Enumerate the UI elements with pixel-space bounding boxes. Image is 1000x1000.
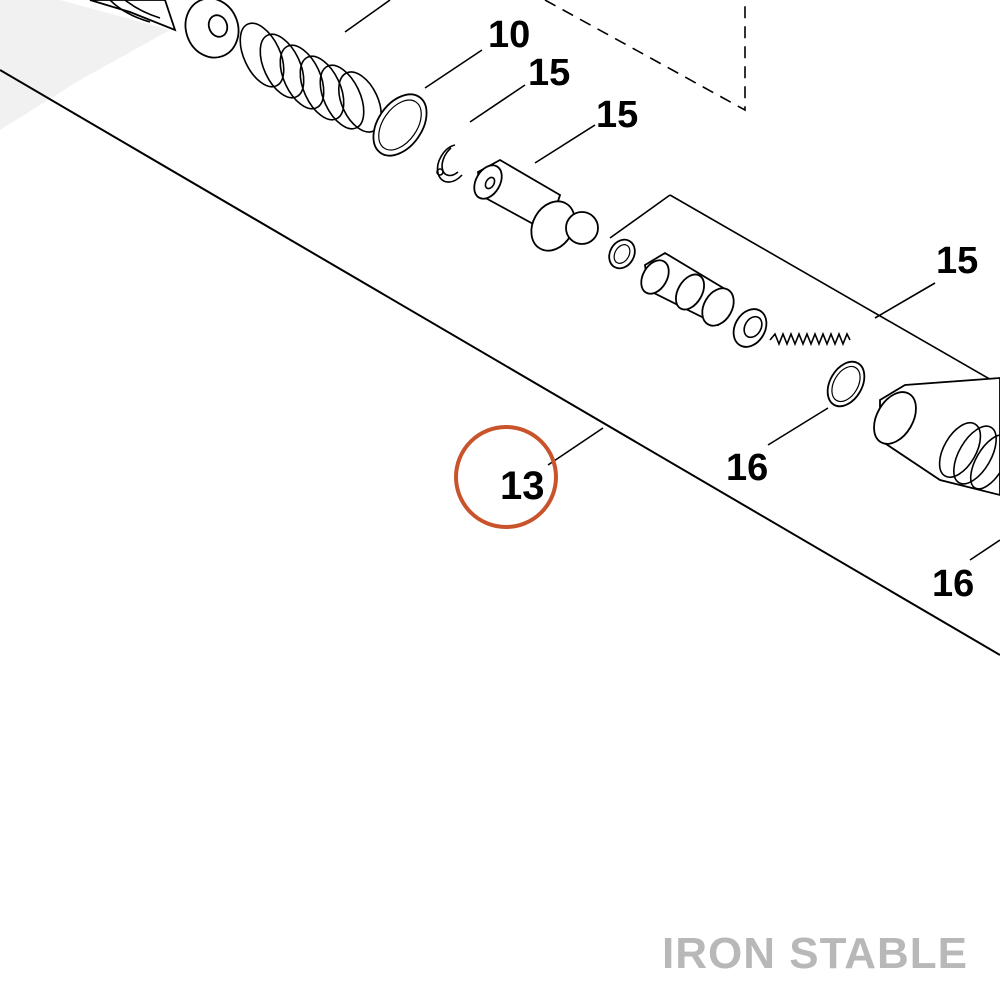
highlight-circle — [454, 425, 558, 529]
watermark-text: IRON STABLE — [662, 929, 968, 978]
callout-15-b: 15 — [596, 94, 638, 136]
coil-spring — [239, 22, 382, 133]
leader-10 — [424, 49, 483, 89]
leader-shaft — [344, 0, 391, 33]
threaded-valve-body — [873, 377, 1000, 496]
callout-13: 13 — [500, 464, 545, 508]
spool-valve — [640, 251, 735, 327]
callout-15-c: 15 — [936, 240, 978, 282]
callout-15-a: 15 — [528, 52, 570, 94]
leader-15c — [874, 282, 936, 319]
o-ring-small — [608, 238, 636, 270]
seal-bushing — [732, 308, 768, 348]
washer — [184, 0, 240, 59]
leader-13 — [547, 427, 604, 466]
housing-edge-line — [0, 69, 1000, 656]
o-ring-large — [826, 360, 866, 408]
snap-ring-large — [372, 93, 428, 157]
leader-15a — [469, 84, 526, 123]
dashed-guide-line — [544, 0, 746, 112]
shaft-assembly — [89, 0, 177, 32]
callout-10: 10 — [488, 14, 530, 56]
background-arrow-shape — [0, 0, 170, 130]
callout-16-b: 16 — [932, 563, 974, 605]
callout-16-a: 16 — [726, 447, 768, 489]
valve-plunger — [473, 158, 599, 252]
leader-16b — [969, 539, 1000, 561]
housing-edge-line-2 — [669, 194, 1000, 386]
small-spring — [769, 331, 851, 347]
housing-branch-line — [609, 194, 671, 239]
leader-16a — [767, 407, 829, 446]
leader-15b — [534, 124, 596, 164]
retaining-clip — [436, 144, 463, 183]
